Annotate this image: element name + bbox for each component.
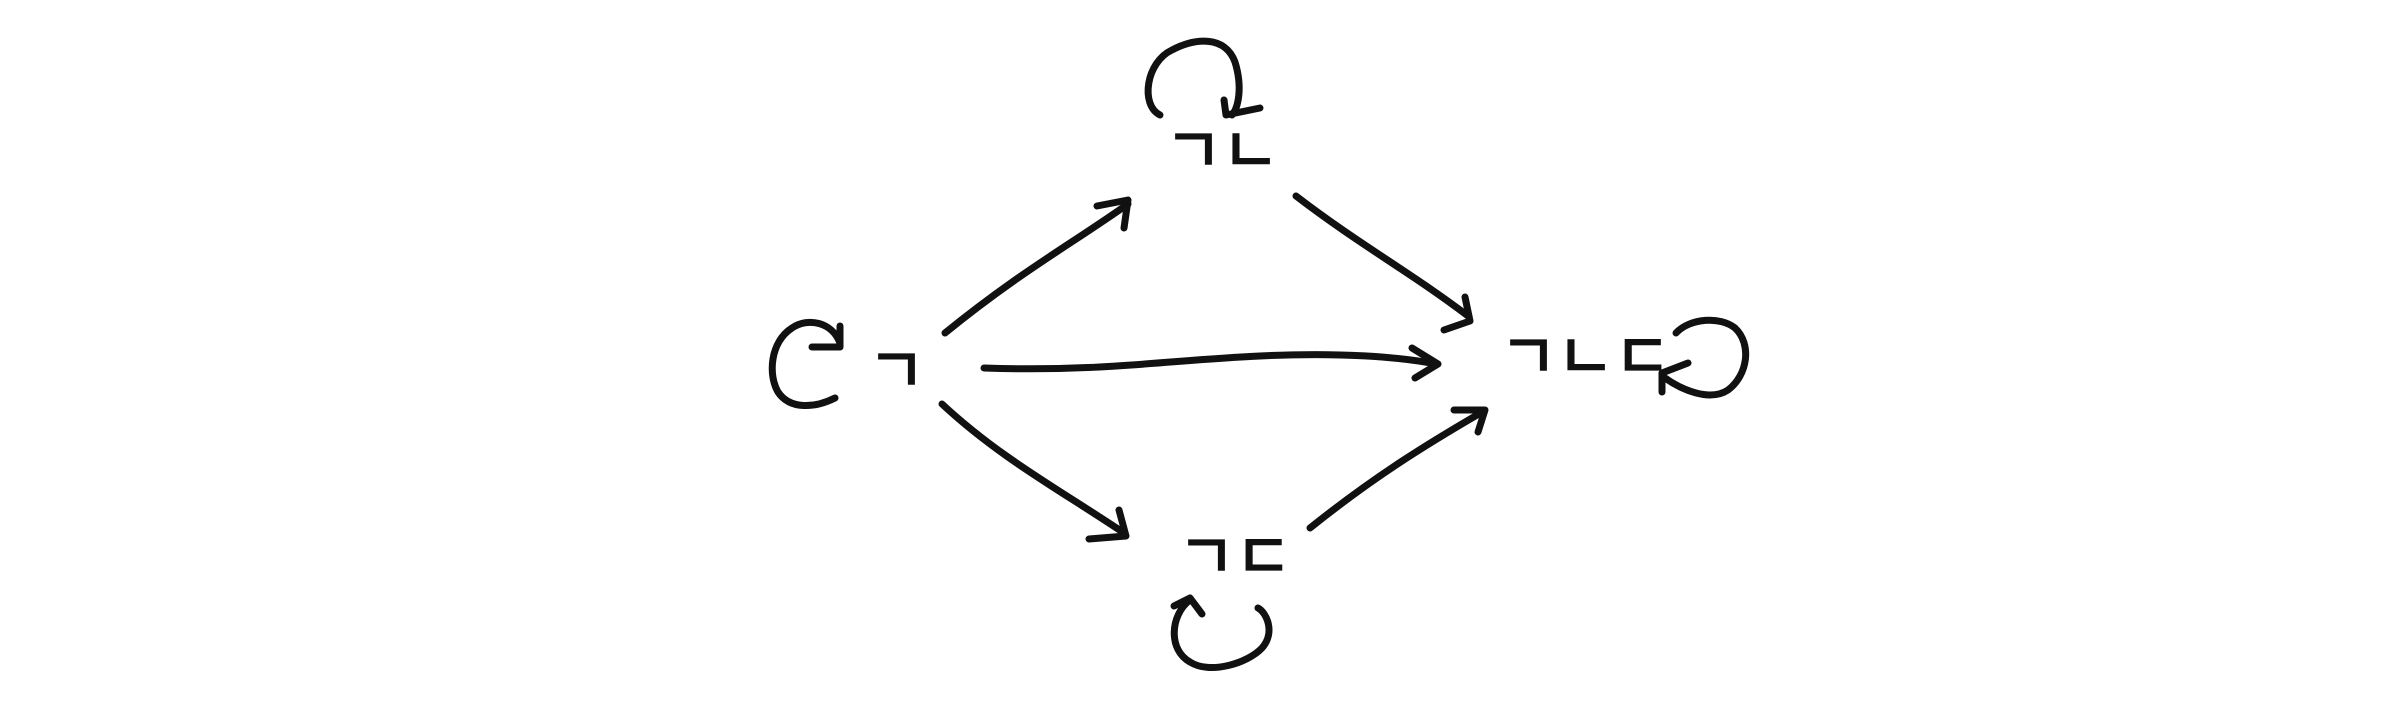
node-label-n1: ㄱ <box>868 334 925 407</box>
arrowhead <box>1408 344 1442 382</box>
self-loop-n2 <box>1144 37 1264 119</box>
edge-n1-n3 <box>938 400 1130 543</box>
self-loop-n4 <box>1658 316 1750 399</box>
node-label-n3: ㄱㄷ <box>1178 520 1292 593</box>
edge-line <box>938 400 1128 537</box>
node-label-n2: ㄱㄴ <box>1165 114 1279 187</box>
edge-n2-n4 <box>1292 192 1474 334</box>
edge-line <box>941 200 1132 337</box>
edge-line <box>1292 192 1472 320</box>
arrowhead <box>1170 594 1206 618</box>
arrowhead <box>808 322 844 351</box>
arrowhead <box>1220 96 1264 119</box>
arrowhead <box>1658 359 1692 396</box>
edge-n3-n4 <box>1306 406 1489 532</box>
loop-curve <box>768 318 844 410</box>
edge-n1-n4 <box>980 344 1442 382</box>
arrowhead <box>1093 196 1132 232</box>
edge-line <box>1306 407 1488 532</box>
loop-curve <box>1144 37 1243 119</box>
loop-curve <box>1661 316 1750 399</box>
arrowhead <box>1440 293 1474 334</box>
edge-n1-n2 <box>941 196 1132 337</box>
self-loop-n1 <box>768 318 844 410</box>
self-loop-n3 <box>1170 594 1273 672</box>
node-label-n4: ㄱㄴㄷ <box>1500 320 1671 393</box>
edge-line <box>980 351 1440 373</box>
arrowhead <box>1450 406 1489 436</box>
arrowhead <box>1085 506 1130 543</box>
loop-curve <box>1170 596 1273 672</box>
